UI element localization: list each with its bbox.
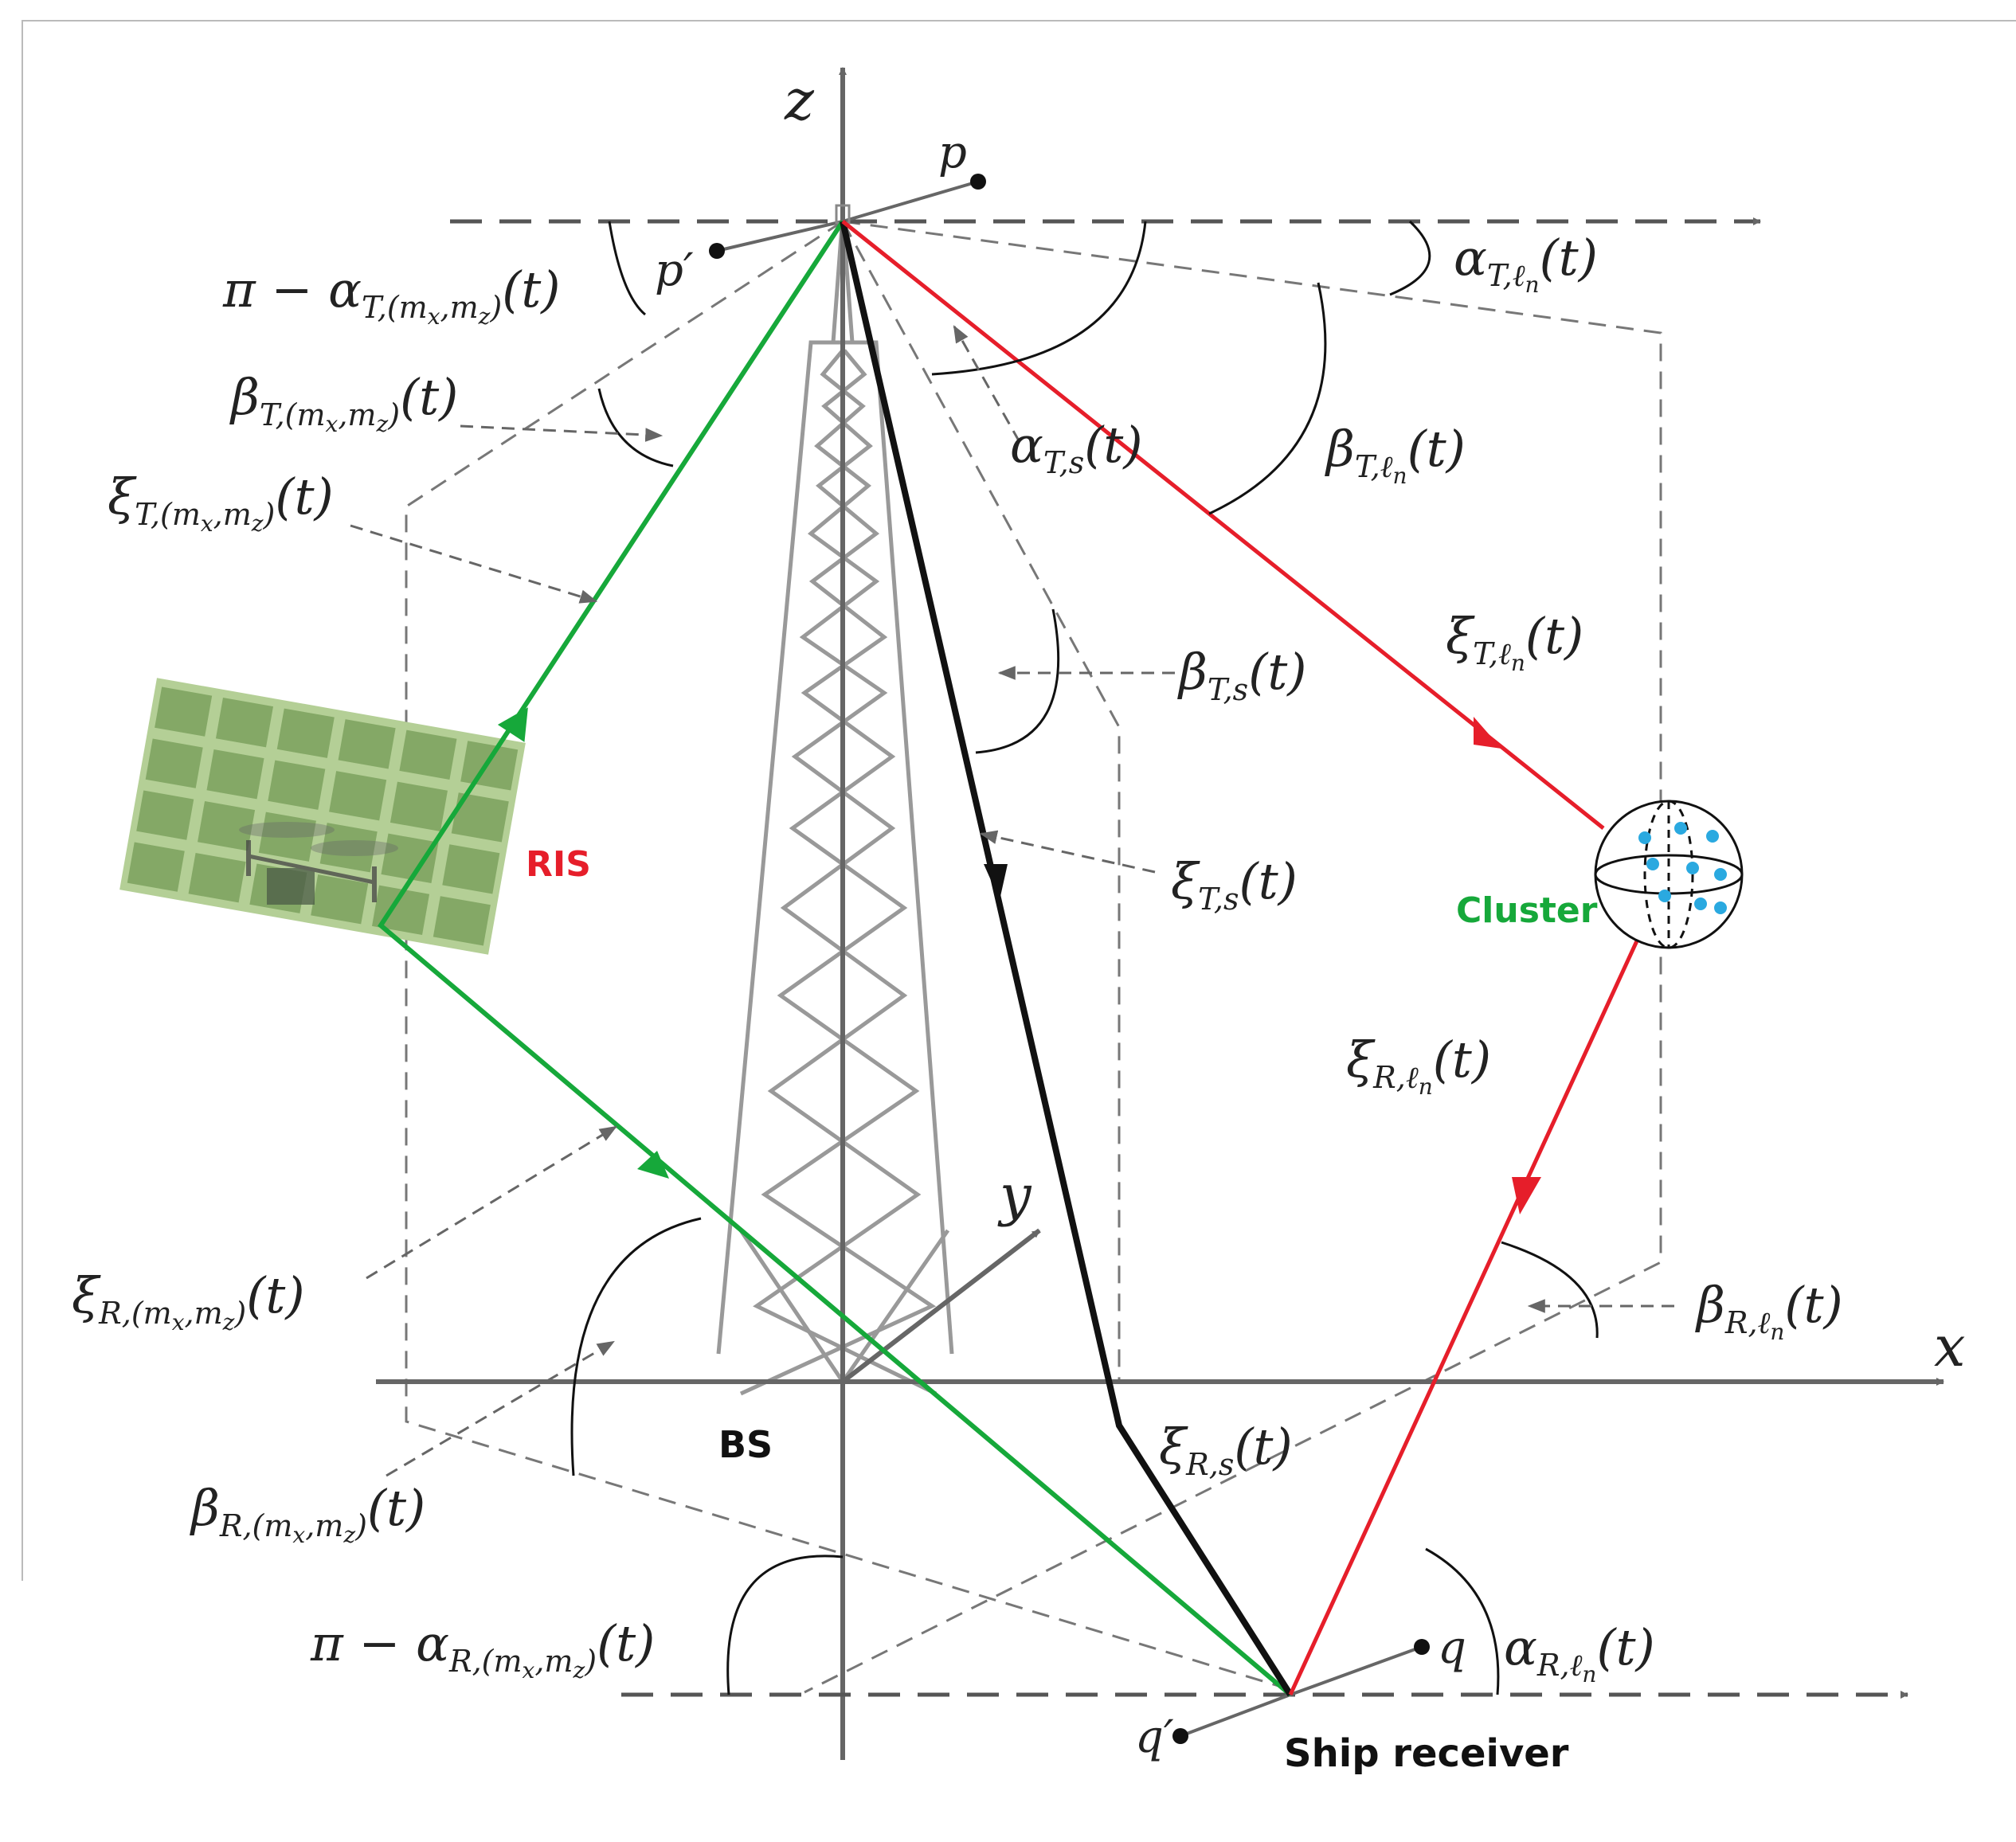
label-alpha-T-s: αT,s(t) — [1010, 416, 1143, 480]
arc-beta-R-m — [570, 1217, 702, 1476]
ris-element — [442, 844, 500, 894]
point-p-prime-label: p′ — [655, 244, 694, 296]
cluster-label: Cluster — [1456, 890, 1598, 931]
scatterer-point — [1714, 868, 1727, 881]
label-alpha-T-ln: αT,ℓn(t) — [1454, 229, 1598, 298]
arc-beta-T-m — [597, 388, 674, 467]
scatterer-point — [1638, 831, 1651, 844]
scatterer-point — [1674, 822, 1687, 835]
scatterer-point — [1706, 830, 1719, 843]
ris-element — [338, 719, 396, 769]
point-p-prime — [709, 243, 725, 259]
ris-label: RIS — [526, 844, 591, 885]
ris-element — [188, 853, 246, 903]
antenna-points — [709, 174, 1430, 1744]
label-xi-T-ln: ξT,ℓn(t) — [1446, 607, 1583, 676]
point-q-prime — [1172, 1728, 1188, 1744]
label-beta-T-ln: βT,ℓn(t) — [1325, 420, 1466, 489]
ris-element — [215, 698, 273, 748]
scatterer-point — [1694, 898, 1707, 910]
point-q-label: q — [1438, 1622, 1466, 1674]
uav-icon — [239, 822, 398, 905]
ris-element — [389, 781, 448, 831]
y-axis-label: y — [997, 1163, 1032, 1228]
ris-path-arrow-2 — [637, 1151, 669, 1179]
cluster-plane — [804, 220, 1662, 1694]
ris-element — [372, 885, 430, 935]
ris-element — [276, 708, 335, 758]
ris-element — [206, 749, 264, 800]
cluster-path-tx-arrow — [1474, 717, 1501, 749]
label-xi-R-m: ξR,(mx,mz)(t) — [72, 1266, 305, 1336]
ris-element — [319, 823, 378, 873]
ris-element — [127, 842, 185, 892]
label-beta-T-m: βT,(mx,mz)(t) — [229, 368, 458, 437]
direct-plane — [841, 221, 1121, 1384]
arc-alpha-R-ln — [1425, 1547, 1500, 1695]
ris-element — [451, 792, 509, 843]
label-beta-R-m: βR,(mx,mz)(t) — [190, 1479, 425, 1548]
scatterer-point — [1686, 862, 1699, 874]
arc-alpha-T-s — [931, 221, 1147, 376]
ris-element — [198, 801, 256, 851]
label-beta-R-ln: βR,ℓn(t) — [1695, 1276, 1843, 1345]
scatterer-point — [1714, 901, 1727, 914]
los-path-arrow — [984, 864, 1008, 900]
ris-element — [268, 760, 326, 810]
ris-path — [378, 220, 1292, 1697]
ris-element — [399, 729, 457, 780]
z-axis-label: z — [784, 68, 815, 133]
propagation-paths — [378, 220, 1642, 1697]
ris-path-arrow-1 — [497, 707, 528, 742]
ris-element — [460, 741, 519, 791]
arc-beta-T-s — [975, 608, 1060, 754]
label-pi-minus-alpha-R-m: π − αR,(mx,mz)(t) — [310, 1614, 655, 1684]
los-path — [840, 221, 1294, 1697]
ris-element — [381, 833, 439, 883]
label-xi-T-s: ξT,s(t) — [1171, 852, 1298, 917]
scatterer-point — [1646, 858, 1659, 870]
ris-element — [155, 686, 213, 737]
arc-beta-R-ln — [1501, 1241, 1599, 1339]
arc-pi-minus-alpha-T-m — [608, 221, 646, 316]
label-xi-R-s: ξR,s(t) — [1159, 1418, 1293, 1482]
point-q-prime-label: q′ — [1135, 1711, 1174, 1763]
ris-element — [145, 738, 203, 788]
point-q — [1414, 1639, 1430, 1655]
scatterer-cluster — [1594, 800, 1744, 949]
ris-element — [136, 790, 194, 840]
ship-receiver-label: Ship receiver — [1284, 1731, 1569, 1776]
label-alpha-R-ln: αR,ℓn(t) — [1504, 1618, 1655, 1688]
arc-alpha-T-ln — [1389, 220, 1431, 296]
bs-label: BS — [718, 1423, 773, 1466]
figure-border — [22, 20, 2016, 1581]
label-xi-R-ln: ξR,ℓn(t) — [1346, 1031, 1491, 1100]
scatterer-point — [1658, 890, 1671, 902]
label-beta-T-s: βT,s(t) — [1177, 643, 1306, 707]
x-axis-label: x — [1934, 1314, 1965, 1379]
reference-planes — [405, 220, 1662, 1694]
arc-beta-T-ln — [1208, 282, 1327, 515]
cluster-path-rx — [1288, 934, 1642, 1696]
coordinate-axes — [376, 67, 1944, 1760]
angle-arcs — [570, 220, 1599, 1695]
arc-pi-minus-alpha-R-m — [726, 1555, 844, 1695]
label-pointers — [350, 325, 1674, 1477]
cluster-path-rx-arrow — [1512, 1177, 1541, 1214]
y-axis — [841, 1228, 1041, 1384]
ris-panel — [119, 678, 526, 955]
ris-element — [258, 811, 316, 862]
point-p — [970, 174, 986, 190]
label-pi-minus-alpha-T-m: π − αT,(mx,mz)(t) — [222, 260, 561, 330]
bs-tower — [716, 214, 954, 1396]
ris-element — [433, 896, 491, 946]
ris-plane — [405, 220, 1287, 1690]
ris-element — [329, 771, 387, 821]
point-p-label: p — [938, 127, 967, 178]
label-xi-T-m: ξT,(mx,mz)(t) — [108, 467, 334, 537]
ris-element — [311, 874, 369, 925]
